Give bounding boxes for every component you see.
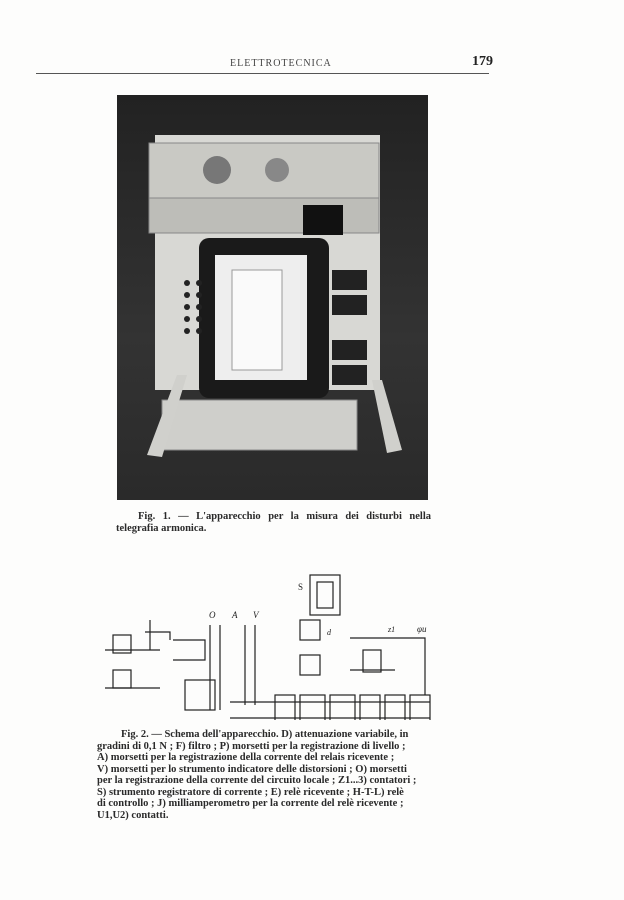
label-o: O: [209, 610, 216, 620]
caption-line: A) morsetti per la registrazione della c…: [97, 752, 395, 763]
label-v: V: [253, 610, 260, 620]
label-s: S: [298, 582, 303, 592]
page-number: 179: [472, 54, 493, 69]
caption-line: U1,U2) contatti.: [97, 809, 169, 821]
figure-2-caption: Fig. 2. — Schema dell'apparecchio. D) at…: [97, 729, 442, 821]
caption-line: S) strumento registratore di corrente ; …: [97, 786, 404, 798]
apparatus-illustration: [147, 135, 402, 457]
label-z1: z1: [387, 625, 395, 634]
running-title: ELETTROTECNICA: [230, 58, 332, 69]
circuit-schematic: S O A V φu z1 d: [105, 574, 431, 720]
caption-line: V) morsetti per lo strumento indicatore …: [97, 763, 407, 775]
caption-line: gradini di 0,1 N ; F) filtro ; P) morset…: [97, 740, 406, 752]
label-d: d: [327, 628, 332, 637]
caption-line: Fig. 2. — Schema dell'apparecchio. D) at…: [121, 729, 409, 740]
apparatus-photo: [117, 95, 428, 500]
label-pu: φu: [417, 624, 427, 634]
caption-line: per la registrazione della corrente del …: [97, 775, 417, 786]
label-a: A: [231, 610, 238, 620]
header-rule: [36, 73, 489, 74]
figure-1-caption: Fig. 1. — L'apparecchio per la misura de…: [116, 511, 431, 534]
caption-line: di controllo ; J) milliamperometro per l…: [97, 798, 404, 809]
